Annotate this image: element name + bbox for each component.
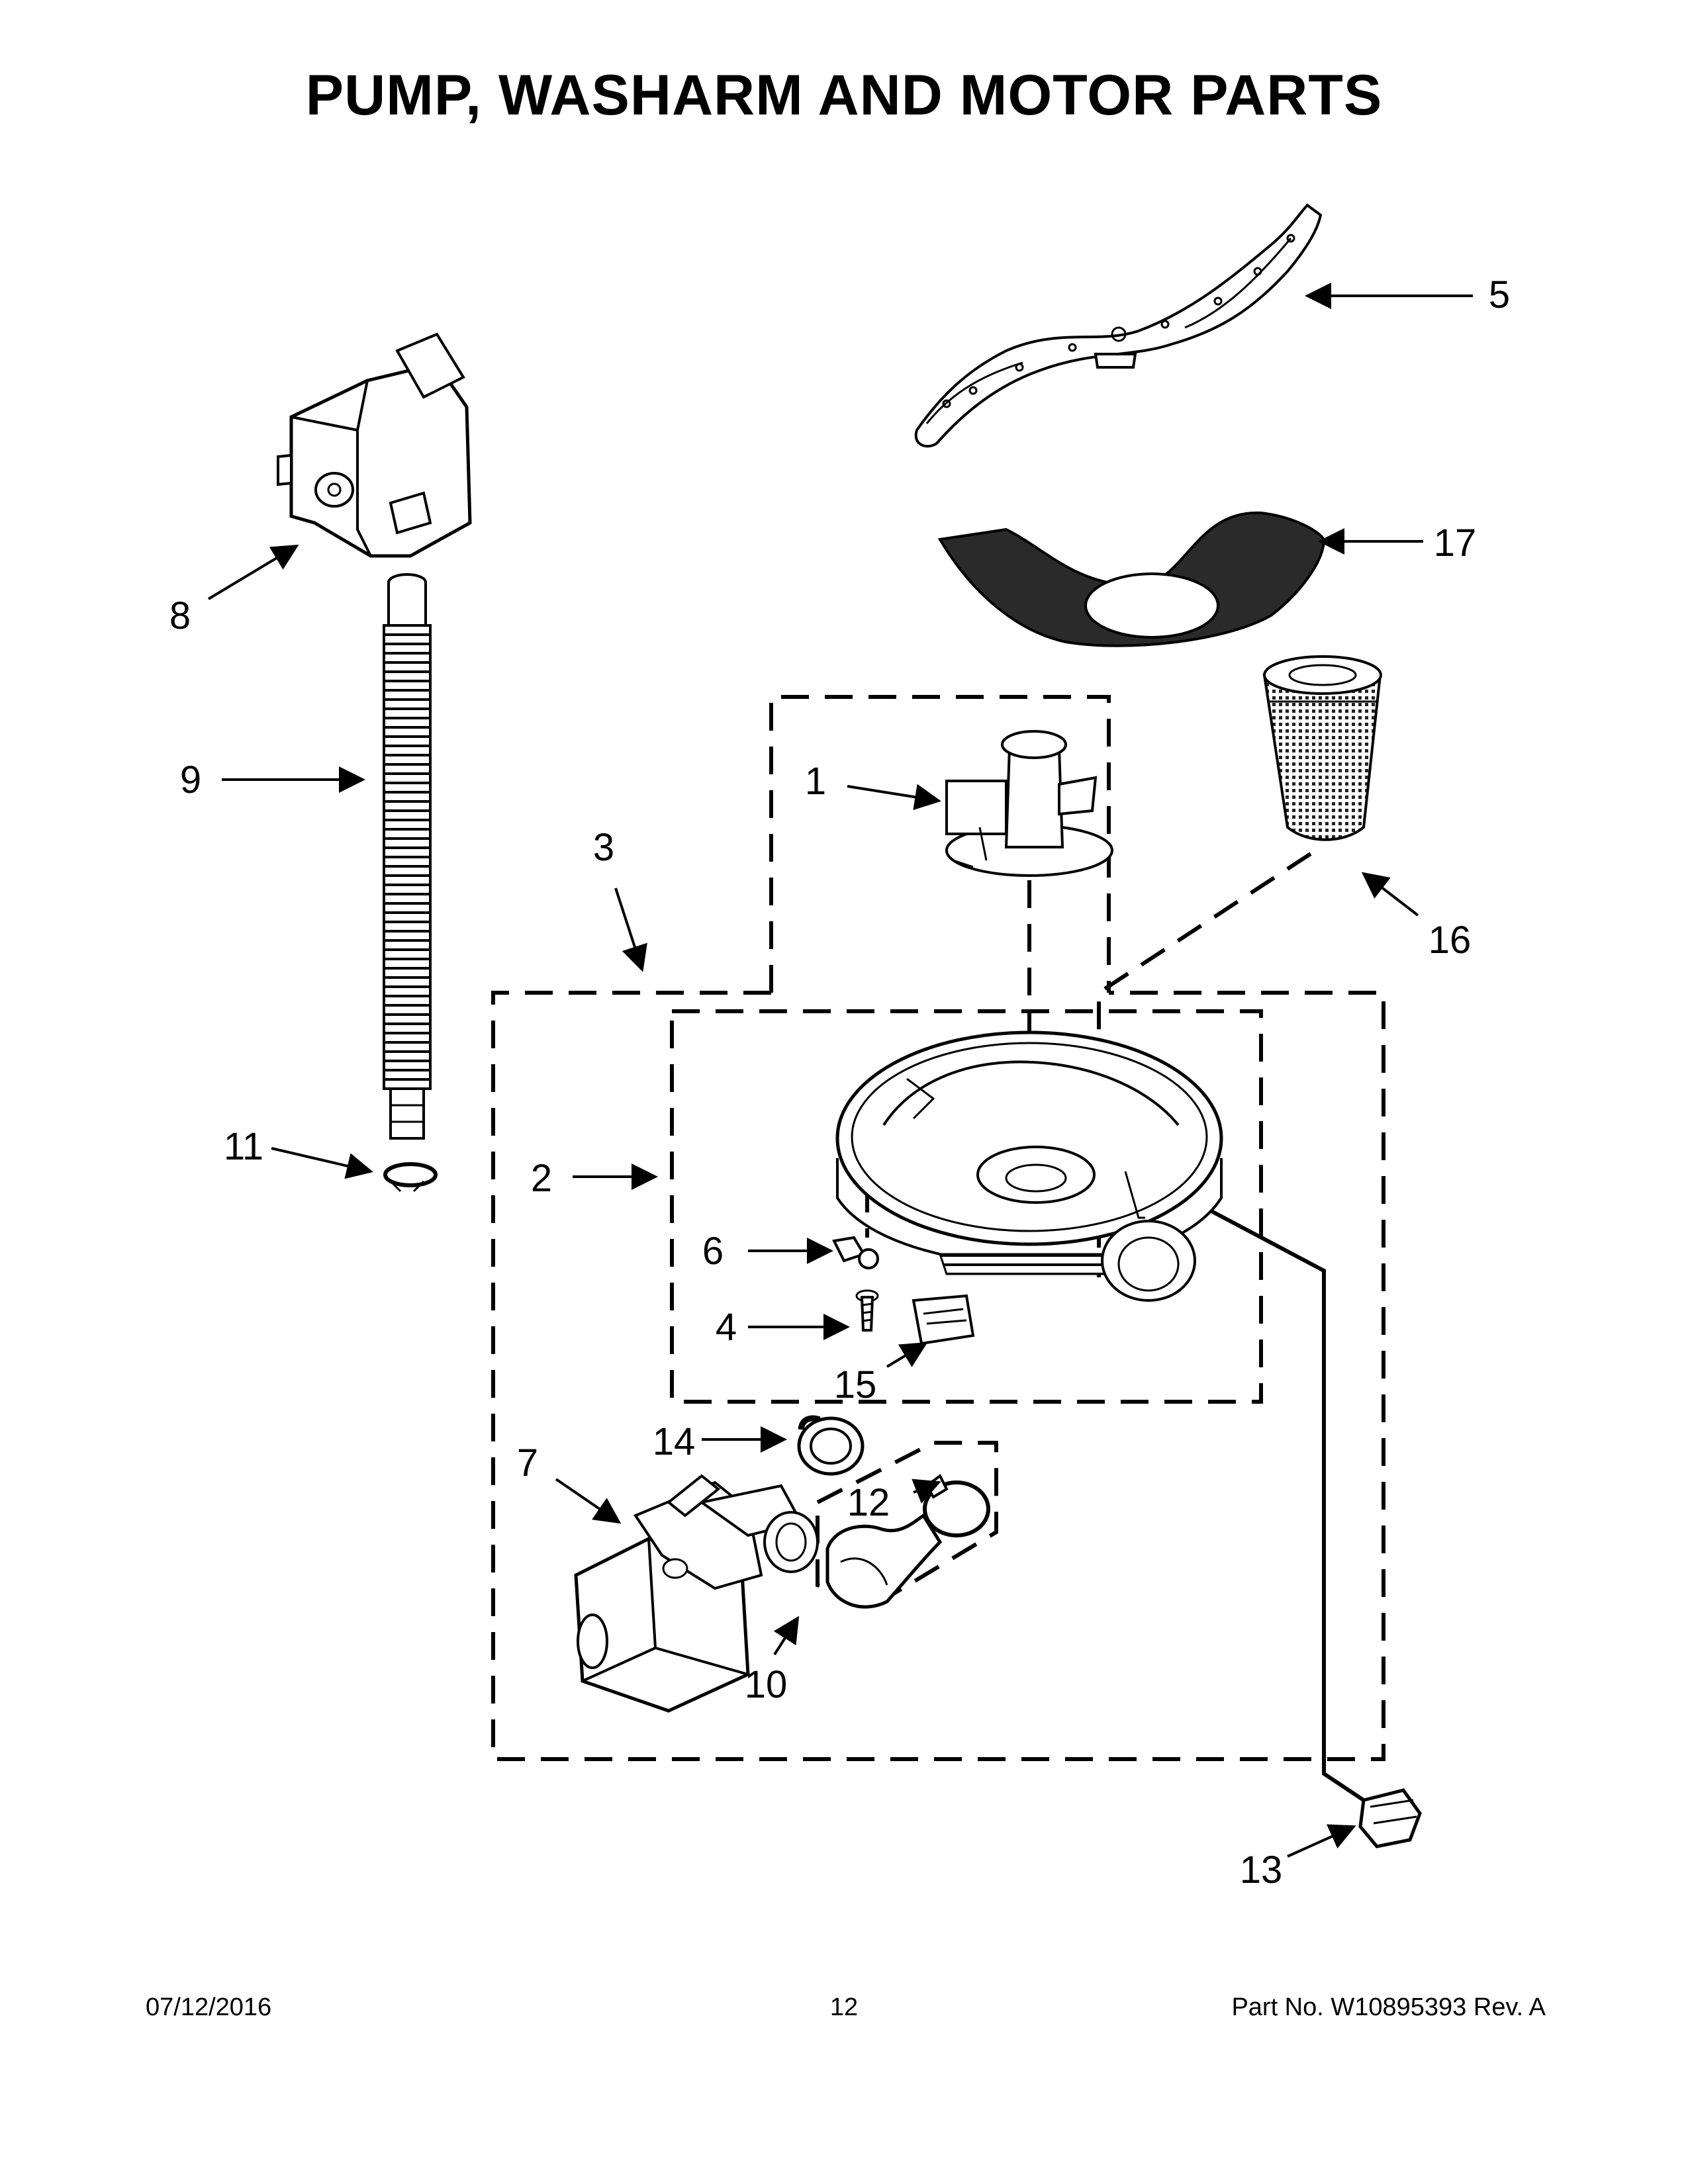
sensor-illustration [1358,1788,1422,1848]
callout-16: 16 [1429,919,1472,962]
callout-12: 12 [847,1481,890,1524]
callout-9: 9 [180,758,201,801]
clip-illustration [832,1236,879,1269]
dashed-boundary-group-2 [670,1009,1263,1404]
callout-2: 2 [531,1157,552,1200]
callout-11: 11 [224,1125,263,1168]
small-clamp-illustration [383,1162,438,1193]
callout-15: 15 [834,1363,877,1406]
drain-hose-illustration [383,573,432,1140]
callout-6: 6 [702,1230,724,1273]
callout-8: 8 [169,594,191,637]
footer-page-number: 12 [829,1993,859,2021]
dashed-boundary-group-10 [816,1441,998,1604]
callout-numbers: 1 2 3 4 5 6 7 8 9 10 11 12 13 14 15 16 1… [169,273,1510,1891]
seal-illustration [797,1415,865,1476]
pump-housing-illustration [945,730,1113,877]
callout-10: 10 [745,1663,788,1706]
filter-basket-illustration [1262,655,1382,841]
sump-illustration [835,1030,1223,1302]
leader-arrows [207,283,1473,1858]
filter-cover-illustration [937,511,1326,647]
connector-illustration [912,1294,975,1345]
callout-13: 13 [1240,1848,1283,1891]
callout-4: 4 [716,1306,737,1349]
footer-date: 07/12/2016 [146,1993,272,2021]
screw-illustration [855,1289,879,1332]
callout-3: 3 [593,826,614,869]
callout-17: 17 [1434,522,1477,565]
connector-line-13 [1210,1209,1365,1802]
footer-part-number: Part No. W10895393 Rev. A [1231,1993,1546,2021]
page-title: PUMP, WASHARM AND MOTOR PARTS [305,64,1383,127]
dashed-boundary-group-1 [769,695,1111,993]
dashed-boundary-group-3 [491,991,1385,1761]
pump-motor-illustration [574,1474,819,1713]
spray-arm-illustration [914,203,1323,448]
elbow-hose-illustration [825,1513,943,1609]
callout-14: 14 [653,1420,696,1463]
callout-7: 7 [517,1441,538,1484]
callout-1: 1 [805,760,826,803]
drain-pump-illustration [277,332,472,558]
callout-5: 5 [1489,273,1510,316]
